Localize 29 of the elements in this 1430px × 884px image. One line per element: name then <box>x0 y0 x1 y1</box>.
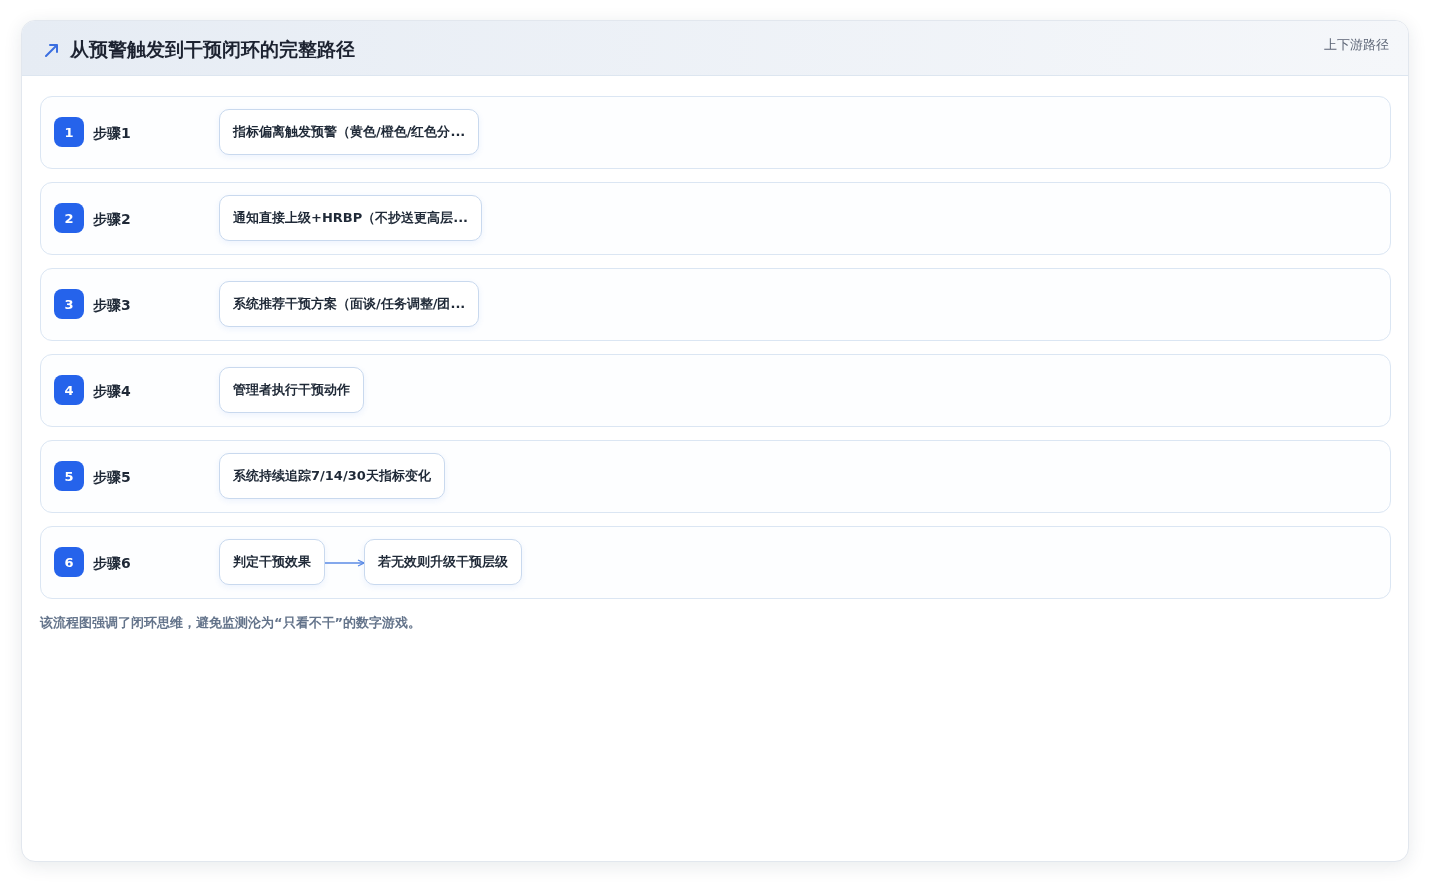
arrow <box>324 559 365 567</box>
header-label: 上下游路径 <box>1324 36 1389 54</box>
step-label: 步骤6 <box>93 554 131 573</box>
action-box: 通知直接上级+HRBP（不抄送更高层... <box>219 195 483 241</box>
step-number-badge: 3 <box>54 289 84 319</box>
step-number-badge: 2 <box>54 203 84 233</box>
action-box: 指标偏离触发预警（黄色/橙色/红色分... <box>219 109 480 155</box>
action-box: 判定干预效果 <box>219 539 325 585</box>
title: 从预警触发到干预闭环的完整路径 <box>70 37 355 61</box>
step-label: 步骤5 <box>93 468 131 487</box>
step-row <box>40 182 1391 255</box>
step-label: 步骤3 <box>93 296 131 315</box>
step-label: 步骤2 <box>93 210 131 229</box>
step-row <box>40 526 1391 599</box>
step-number-badge: 5 <box>54 461 84 491</box>
action-box: 若无效则升级干预层级 <box>364 539 522 585</box>
action-box: 系统持续追踪7/14/30天指标变化 <box>219 453 445 499</box>
step-row <box>40 96 1391 169</box>
step-label: 步骤4 <box>93 382 131 401</box>
step-label: 步骤1 <box>93 124 131 143</box>
action-box: 系统推荐干预方案（面谈/任务调整/团... <box>219 281 480 327</box>
step-row <box>40 268 1391 341</box>
step-number-badge: 1 <box>54 117 84 147</box>
action-box: 管理者执行干预动作 <box>219 367 364 413</box>
step-number-badge: 6 <box>54 547 84 577</box>
step-row <box>40 354 1391 427</box>
step-row <box>40 440 1391 513</box>
step-number-badge: 4 <box>54 375 84 405</box>
caption: 该流程图强调了闭环思维，避免监测沦为“只看不干”的数字游戏。 <box>40 614 422 632</box>
